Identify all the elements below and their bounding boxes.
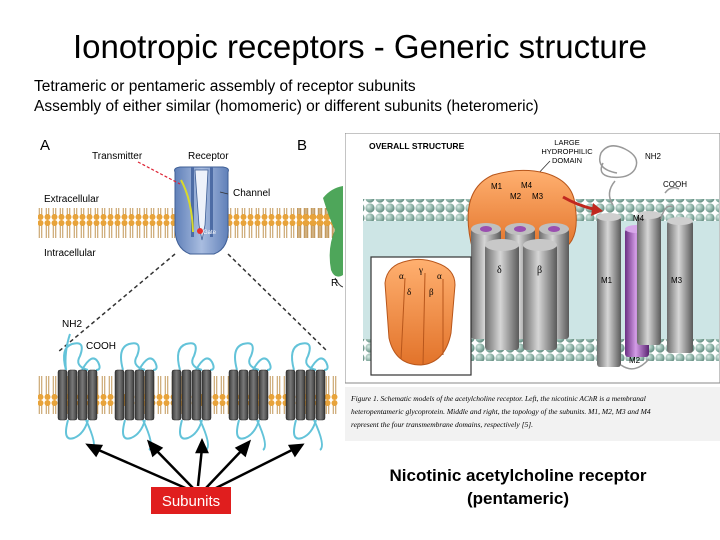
figure-caption-line-1: Figure 1. Schematic models of the acetyl… xyxy=(350,394,646,403)
achr-figure: OVERALL STRUCTURE LARGE HYDROPHILIC DOMA… xyxy=(345,133,720,441)
inset-alpha-1: α xyxy=(399,271,404,281)
figure-caption-box xyxy=(345,387,720,441)
subunits-box xyxy=(151,487,231,514)
panel-b-letter: B xyxy=(297,137,307,154)
transmitter-label: Transmitter xyxy=(92,151,143,162)
red-arrow xyxy=(562,195,594,211)
transmitter-arrow xyxy=(137,161,181,185)
subunit xyxy=(57,342,101,451)
panel-a-letter: A xyxy=(40,137,50,154)
subunit-arrows xyxy=(85,437,305,492)
subunit xyxy=(285,342,329,451)
hydrophilic-label: HYDROPHILIC xyxy=(541,147,593,156)
m3-label: M3 xyxy=(532,192,544,201)
receptor-channel xyxy=(174,166,229,255)
delta-label: δ xyxy=(497,265,502,276)
channel-label: Channel xyxy=(233,188,270,199)
panel-b-partial-label: R xyxy=(331,278,338,289)
receptor-label: Receptor xyxy=(188,151,229,162)
subtitle-line-2: Assembly of either similar (homomeric) o… xyxy=(34,98,539,115)
intracellular-label: Intracellular xyxy=(44,248,96,259)
zoom-line-right xyxy=(227,253,329,353)
zoom-line-left xyxy=(57,253,176,353)
red-arrowhead xyxy=(591,203,603,216)
figure-caption-line-2: heteropentameric glycoprotein. Middle an… xyxy=(351,407,651,416)
right-nh2-label: NH2 xyxy=(645,152,662,161)
panel-b-partial: B R xyxy=(297,137,343,289)
nh2-label: NH2 xyxy=(62,319,82,330)
inset-beta: β xyxy=(429,287,434,297)
large-label: LARGE xyxy=(554,138,579,147)
inset-delta: δ xyxy=(407,287,411,297)
right-m3-label: M3 xyxy=(671,276,683,285)
extracellular-label: Extracellular xyxy=(44,194,100,205)
subunit xyxy=(171,342,215,451)
m1-label: M1 xyxy=(491,182,503,191)
panel-a-diagram: A Extracellular Intracellular Transmitte… xyxy=(38,137,338,514)
m2-label: M2 xyxy=(510,192,522,201)
panel-b-receptor-shape xyxy=(323,186,343,277)
cooh-label: COOH xyxy=(86,341,116,352)
n-terminus-line xyxy=(64,333,71,371)
subtitle-line-1: Tetrameric or pentameric assembly of rec… xyxy=(34,78,416,95)
pentamer-cylinders xyxy=(471,223,569,350)
right-m4-label: M4 xyxy=(633,214,645,223)
right-m1-label: M1 xyxy=(601,276,613,285)
inset-pentamer xyxy=(384,258,456,366)
page-title: Ionotropic receptors - Generic structure xyxy=(72,28,648,65)
inset-alpha-2: α xyxy=(437,271,442,281)
channel-leader xyxy=(219,191,229,195)
receptor-caption-line-2: (pentameric) xyxy=(466,489,570,508)
subunit xyxy=(228,342,272,451)
ion-path xyxy=(180,179,194,233)
receptor-caption-line-1: Nicotinic acetylcholine receptor xyxy=(389,466,647,485)
topology-helices xyxy=(597,145,693,370)
right-cooh-label: COOH xyxy=(663,180,687,189)
subunit xyxy=(114,342,158,451)
inset-gamma: γ xyxy=(418,265,423,275)
domain-label: DOMAIN xyxy=(552,156,582,165)
figure-caption-line-3: represent the four transmembrane domains… xyxy=(351,420,533,429)
right-m2-label: M2 xyxy=(629,356,641,365)
beta-label: β xyxy=(537,265,542,276)
m4-label: M4 xyxy=(521,181,533,190)
gate-dot xyxy=(197,228,203,234)
panel-b-curve xyxy=(334,277,343,288)
overall-structure-label: OVERALL STRUCTURE xyxy=(369,141,465,151)
gate-label: Gate xyxy=(203,230,217,236)
subunits-label: Subunits xyxy=(162,493,220,510)
